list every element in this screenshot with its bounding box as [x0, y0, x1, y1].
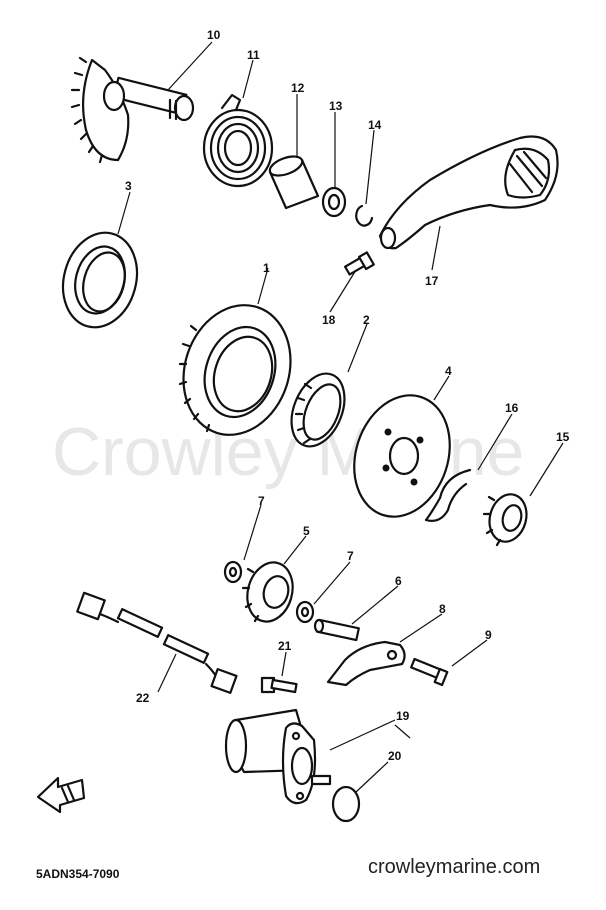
callout-20: 20 — [388, 749, 402, 763]
part-3-oil-seal — [61, 231, 139, 329]
callout-11: 11 — [247, 48, 260, 62]
part-17-kick-crank — [378, 135, 559, 250]
callout-9: 9 — [485, 628, 492, 642]
callout-21: 21 — [278, 639, 292, 653]
callout-3: 3 — [125, 179, 132, 193]
part-21-bolt — [260, 676, 298, 694]
callout-22: 22 — [136, 691, 150, 705]
part-7-washer-lower — [295, 600, 315, 624]
callout-7-upper: 7 — [258, 494, 265, 508]
part-13-washer — [321, 186, 347, 218]
callout-17: 17 — [425, 274, 439, 288]
part-16-spring-clip — [424, 468, 472, 522]
part-2-bearing — [290, 372, 346, 448]
callout-18: 18 — [322, 313, 336, 327]
part-19-starter-motor — [224, 708, 332, 805]
part-9-bolt — [410, 657, 449, 687]
part-15-pinion — [482, 493, 528, 547]
part-11-spring — [202, 93, 274, 188]
callout-10: 10 — [207, 28, 221, 42]
callout-15: 15 — [556, 430, 570, 444]
callout-12: 12 — [291, 81, 305, 95]
part-4-clutch-plate — [353, 394, 451, 518]
part-7-washer-upper — [223, 560, 243, 584]
part-1-large-gear — [178, 304, 292, 436]
part-14-circlip — [355, 204, 374, 227]
leader-lines — [117, 41, 564, 793]
callout-7-lower: 7 — [347, 549, 354, 563]
part-5-idler-gear — [241, 561, 294, 623]
part-10-kick-shaft — [70, 56, 195, 164]
callout-1: 1 — [263, 261, 270, 275]
part-18-bolt — [344, 251, 375, 276]
part-6-shaft — [313, 618, 360, 642]
callout-16: 16 — [505, 401, 519, 415]
part-22-wire-lead — [76, 591, 238, 694]
drawing-code: 5ADN354-7090 — [36, 867, 120, 881]
watermark: Crowley Marine — [52, 414, 524, 490]
callout-8: 8 — [439, 602, 446, 616]
part-20-o-ring — [331, 785, 361, 823]
callout-5: 5 — [303, 524, 310, 538]
callout-4: 4 — [445, 364, 452, 378]
part-12-bushing — [268, 155, 320, 210]
site-credit: crowleymarine.com — [368, 856, 541, 878]
callout-2: 2 — [363, 313, 370, 327]
callout-labels: 1 2 3 4 5 6 7 7 8 9 10 11 12 13 14 15 16… — [125, 28, 570, 763]
front-arrow-icon — [36, 776, 86, 814]
callout-14: 14 — [368, 118, 382, 132]
part-8-bracket — [326, 640, 406, 687]
callout-19: 19 — [396, 709, 410, 723]
callout-6: 6 — [395, 574, 402, 588]
callout-13: 13 — [329, 99, 343, 113]
